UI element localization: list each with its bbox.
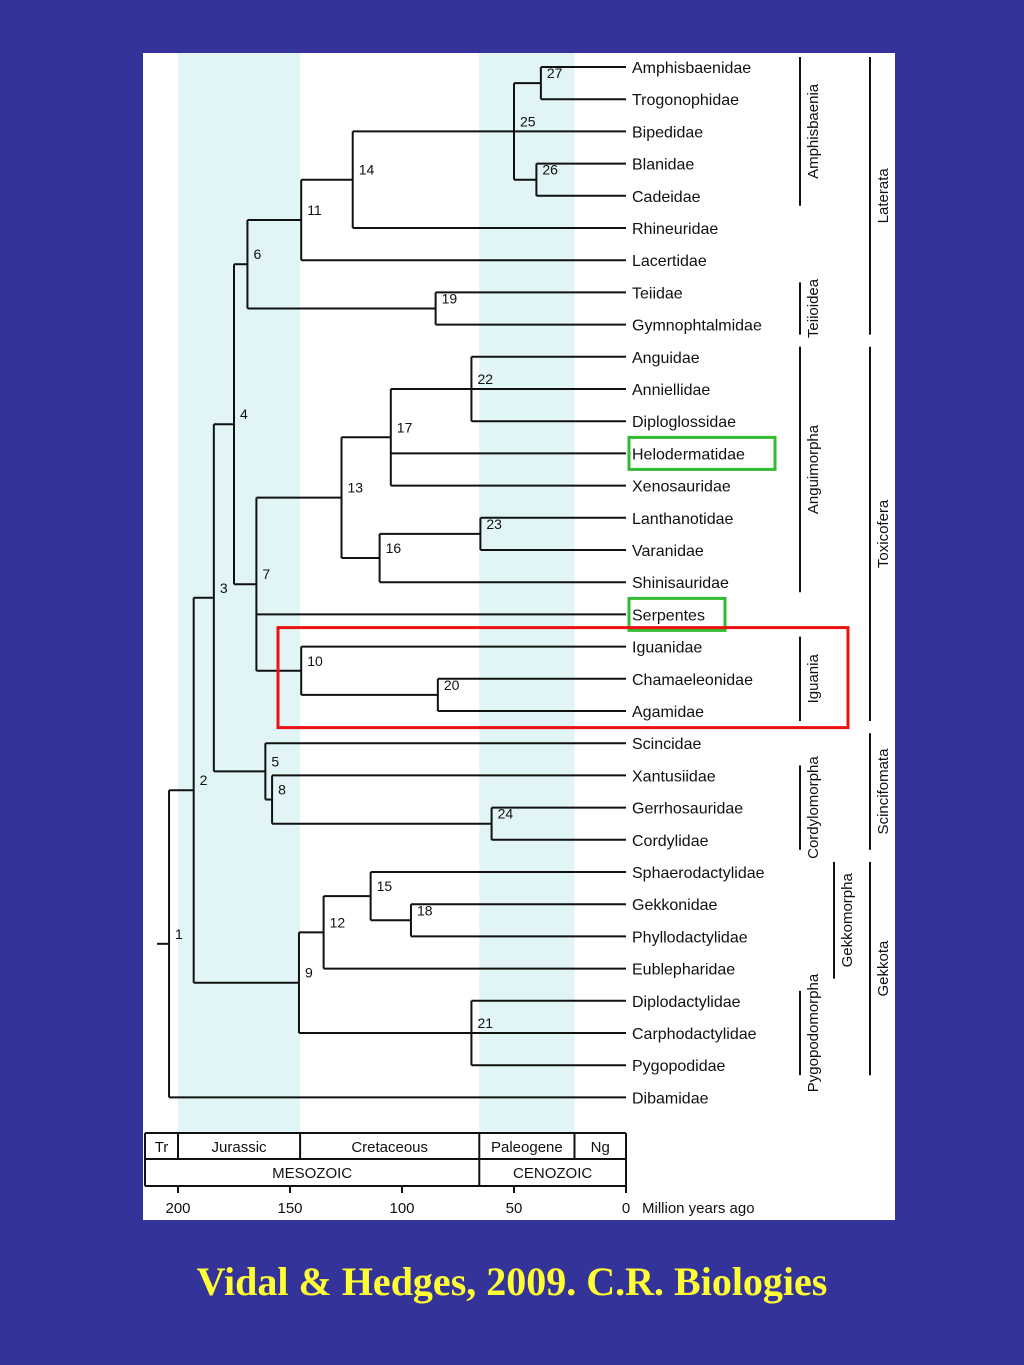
taxon-label-diplodactylidae: Diplodactylidae <box>632 994 741 1011</box>
taxon-label-xenosauridae: Xenosauridae <box>632 479 731 496</box>
clade-label-scincifomata: Scincifomata <box>875 748 892 835</box>
node-label-14: 14 <box>359 162 375 178</box>
clade-brackets: AmphisbaeniaTeiioideaAnguimorphaIguaniaC… <box>799 57 892 1092</box>
taxon-label-diploglossidae: Diploglossidae <box>632 414 736 431</box>
taxon-label-xantusiidae: Xantusiidae <box>632 768 716 785</box>
taxon-label-sphaerodactylidae: Sphaerodactylidae <box>632 865 765 882</box>
shading-interval-1 <box>479 53 575 1133</box>
node-label-26: 26 <box>542 162 558 178</box>
taxon-label-anniellidae: Anniellidae <box>632 382 710 399</box>
node-label-1: 1 <box>175 926 183 942</box>
clade-label-toxicofera: Toxicofera <box>875 499 892 568</box>
taxon-label-chamaeleonidae: Chamaeleonidae <box>632 672 753 689</box>
taxon-label-cadeidae: Cadeidae <box>632 189 701 206</box>
taxon-label-eublepharidae: Eublepharidae <box>632 962 735 979</box>
taxon-label-agamidae: Agamidae <box>632 704 704 721</box>
node-label-27: 27 <box>547 65 563 81</box>
taxon-label-lacertidae: Lacertidae <box>632 253 707 270</box>
highlight-box-iguania <box>276 626 850 730</box>
clade-label-pygopodomorpha: Pygopodomorpha <box>805 973 822 1092</box>
tree-branches <box>157 66 626 1099</box>
taxon-label-serpentes: Serpentes <box>632 607 705 624</box>
period-paleogene: Paleogene <box>491 1139 563 1156</box>
taxon-label-amphisbaenidae: Amphisbaenidae <box>632 60 751 77</box>
period-tr: Tr <box>155 1139 169 1156</box>
axis-tick-200: 200 <box>165 1200 190 1217</box>
highlight-box-helodermatidae <box>627 435 777 471</box>
axis-tick-150: 150 <box>277 1200 302 1217</box>
taxon-label-varanidae: Varanidae <box>632 543 704 560</box>
taxon-label-anguidae: Anguidae <box>632 350 700 367</box>
clade-label-teiioidea: Teiioidea <box>805 278 822 338</box>
taxon-label-scincidae: Scincidae <box>632 736 701 753</box>
node-label-16: 16 <box>386 540 402 556</box>
clade-label-anguimorpha: Anguimorpha <box>805 424 822 514</box>
node-label-6: 6 <box>253 246 261 262</box>
axis-label: Million years ago <box>642 1200 755 1217</box>
taxon-label-bipedidae: Bipedidae <box>632 124 703 141</box>
node-label-2: 2 <box>200 772 208 788</box>
taxon-label-helodermatidae: Helodermatidae <box>632 446 745 463</box>
period-cretaceous: Cretaceous <box>351 1139 428 1156</box>
period-jurassic: Jurassic <box>212 1139 268 1156</box>
node-label-22: 22 <box>477 371 493 387</box>
node-label-3: 3 <box>220 580 228 596</box>
node-label-5: 5 <box>271 753 279 769</box>
era-cenozoic: CENOZOIC <box>513 1165 592 1182</box>
taxon-label-lanthanotidae: Lanthanotidae <box>632 511 734 528</box>
clade-label-laterata: Laterata <box>875 168 892 224</box>
node-label-13: 13 <box>348 480 364 496</box>
time-shading <box>178 53 575 1133</box>
shading-interval-0 <box>178 53 301 1133</box>
taxon-label-phyllodactylidae: Phyllodactylidae <box>632 929 748 946</box>
node-label-8: 8 <box>278 782 286 798</box>
taxon-label-gymnophtalmidae: Gymnophtalmidae <box>632 318 762 335</box>
taxon-label-iguanidae: Iguanidae <box>632 640 702 657</box>
node-label-24: 24 <box>498 806 514 822</box>
node-label-9: 9 <box>305 965 313 981</box>
taxon-label-gekkonidae: Gekkonidae <box>632 897 717 914</box>
taxon-label-teiidae: Teiidae <box>632 285 683 302</box>
clade-label-cordylomorpha: Cordylomorpha <box>805 756 822 859</box>
node-label-18: 18 <box>417 902 433 918</box>
taxon-label-shinisauridae: Shinisauridae <box>632 575 729 592</box>
taxon-label-blanidae: Blanidae <box>632 157 694 174</box>
clade-label-amphisbaenia: Amphisbaenia <box>805 83 822 179</box>
taxon-label-trogonophidae: Trogonophidae <box>632 92 739 109</box>
node-label-23: 23 <box>486 516 502 532</box>
node-label-15: 15 <box>377 878 393 894</box>
taxon-label-dibamidae: Dibamidae <box>632 1090 709 1107</box>
node-label-11: 11 <box>307 202 322 218</box>
axis-tick-50: 50 <box>506 1200 523 1217</box>
clade-label-iguania: Iguania <box>805 654 822 704</box>
era-mesozoic: MESOZOIC <box>272 1165 352 1182</box>
node-labels: 1234567891011121314151617181920212223242… <box>175 65 563 1031</box>
taxon-label-cordylidae: Cordylidae <box>632 833 709 850</box>
node-label-4: 4 <box>240 406 248 422</box>
node-label-20: 20 <box>444 677 460 693</box>
axis-tick-0: 0 <box>622 1200 630 1217</box>
taxon-label-pygopodidae: Pygopodidae <box>632 1058 726 1075</box>
citation-caption: Vidal & Hedges, 2009. C.R. Biologies <box>196 1259 828 1304</box>
taxon-labels: AmphisbaenidaeTrogonophidaeBipedidaeBlan… <box>632 60 765 1107</box>
period-ng: Ng <box>591 1139 610 1156</box>
taxon-label-carphodactylidae: Carphodactylidae <box>632 1026 757 1043</box>
phylogenetic-tree: 1234567891011121314151617181920212223242… <box>144 53 892 1217</box>
taxon-label-gerrhosauridae: Gerrhosauridae <box>632 801 743 818</box>
highlight-boxes <box>276 435 850 730</box>
highlight-box-serpentes <box>627 596 727 632</box>
node-label-10: 10 <box>307 653 323 669</box>
node-label-17: 17 <box>397 419 413 435</box>
node-label-7: 7 <box>262 566 270 582</box>
node-label-21: 21 <box>477 1015 493 1031</box>
clade-label-gekkota: Gekkota <box>875 940 892 997</box>
taxon-label-rhineuridae: Rhineuridae <box>632 221 718 238</box>
clade-label-gekkomorpha: Gekkomorpha <box>839 873 856 968</box>
node-label-25: 25 <box>520 113 536 129</box>
node-label-19: 19 <box>442 291 458 307</box>
node-label-12: 12 <box>330 914 346 930</box>
axis-tick-100: 100 <box>389 1200 414 1217</box>
